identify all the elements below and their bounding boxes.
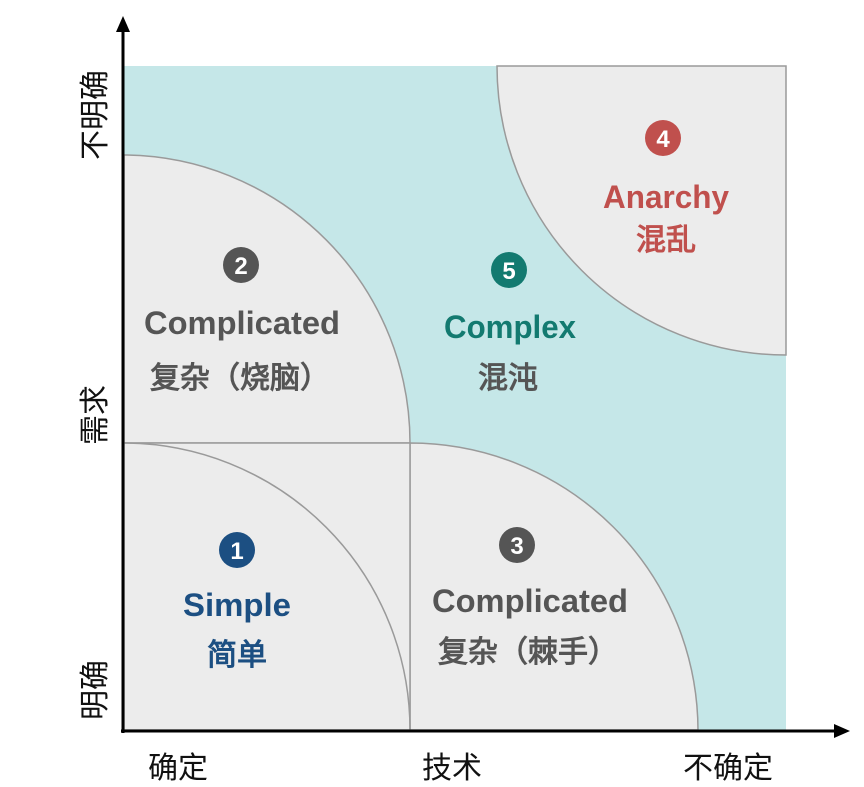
y-bottom-label: 明确 bbox=[78, 660, 113, 720]
simple-square bbox=[123, 442, 411, 731]
y-axis-title: 需求 bbox=[78, 385, 113, 445]
zone-4-badge bbox=[645, 120, 681, 156]
zone-5-subtitle: 混沌 bbox=[478, 361, 538, 396]
complicated-lower-zone bbox=[409, 442, 699, 731]
zone-3-number: 3 bbox=[510, 533, 523, 560]
zone-1-number: 1 bbox=[230, 538, 243, 565]
simple-zone-arc bbox=[123, 442, 411, 731]
zone-1-subtitle: 简单 bbox=[207, 638, 267, 673]
x-axis-title: 技术 bbox=[422, 751, 482, 786]
zone-3-subtitle: 复杂（棘手） bbox=[438, 635, 618, 670]
x-axis-arrow-icon bbox=[834, 724, 850, 738]
zone-5-badge bbox=[491, 252, 527, 288]
zone-4-title: Anarchy bbox=[603, 179, 729, 215]
zone-3-title: Complicated bbox=[432, 583, 628, 619]
zone-2-subtitle: 复杂（烧脑） bbox=[150, 361, 330, 396]
complicated-upper-zone bbox=[123, 154, 411, 444]
zone-4-number: 4 bbox=[656, 126, 670, 153]
zone-5-title: Complex bbox=[444, 309, 576, 345]
zone-2-title: Complicated bbox=[144, 305, 340, 341]
x-right-label: 不确定 bbox=[683, 751, 773, 786]
anarchy-zone bbox=[496, 65, 787, 356]
zone-4-subtitle: 混乱 bbox=[636, 223, 696, 258]
zone-5-number: 5 bbox=[502, 258, 515, 285]
zone-2-number: 2 bbox=[234, 253, 247, 280]
y-axis-arrow-icon bbox=[116, 16, 130, 32]
x-left-label: 确定 bbox=[148, 751, 208, 786]
zone-1-badge bbox=[219, 532, 255, 568]
zone-1-title: Simple bbox=[183, 587, 291, 623]
zone-3-badge bbox=[499, 527, 535, 563]
zone-2-badge bbox=[223, 247, 259, 283]
y-top-label: 不明确 bbox=[78, 70, 113, 160]
